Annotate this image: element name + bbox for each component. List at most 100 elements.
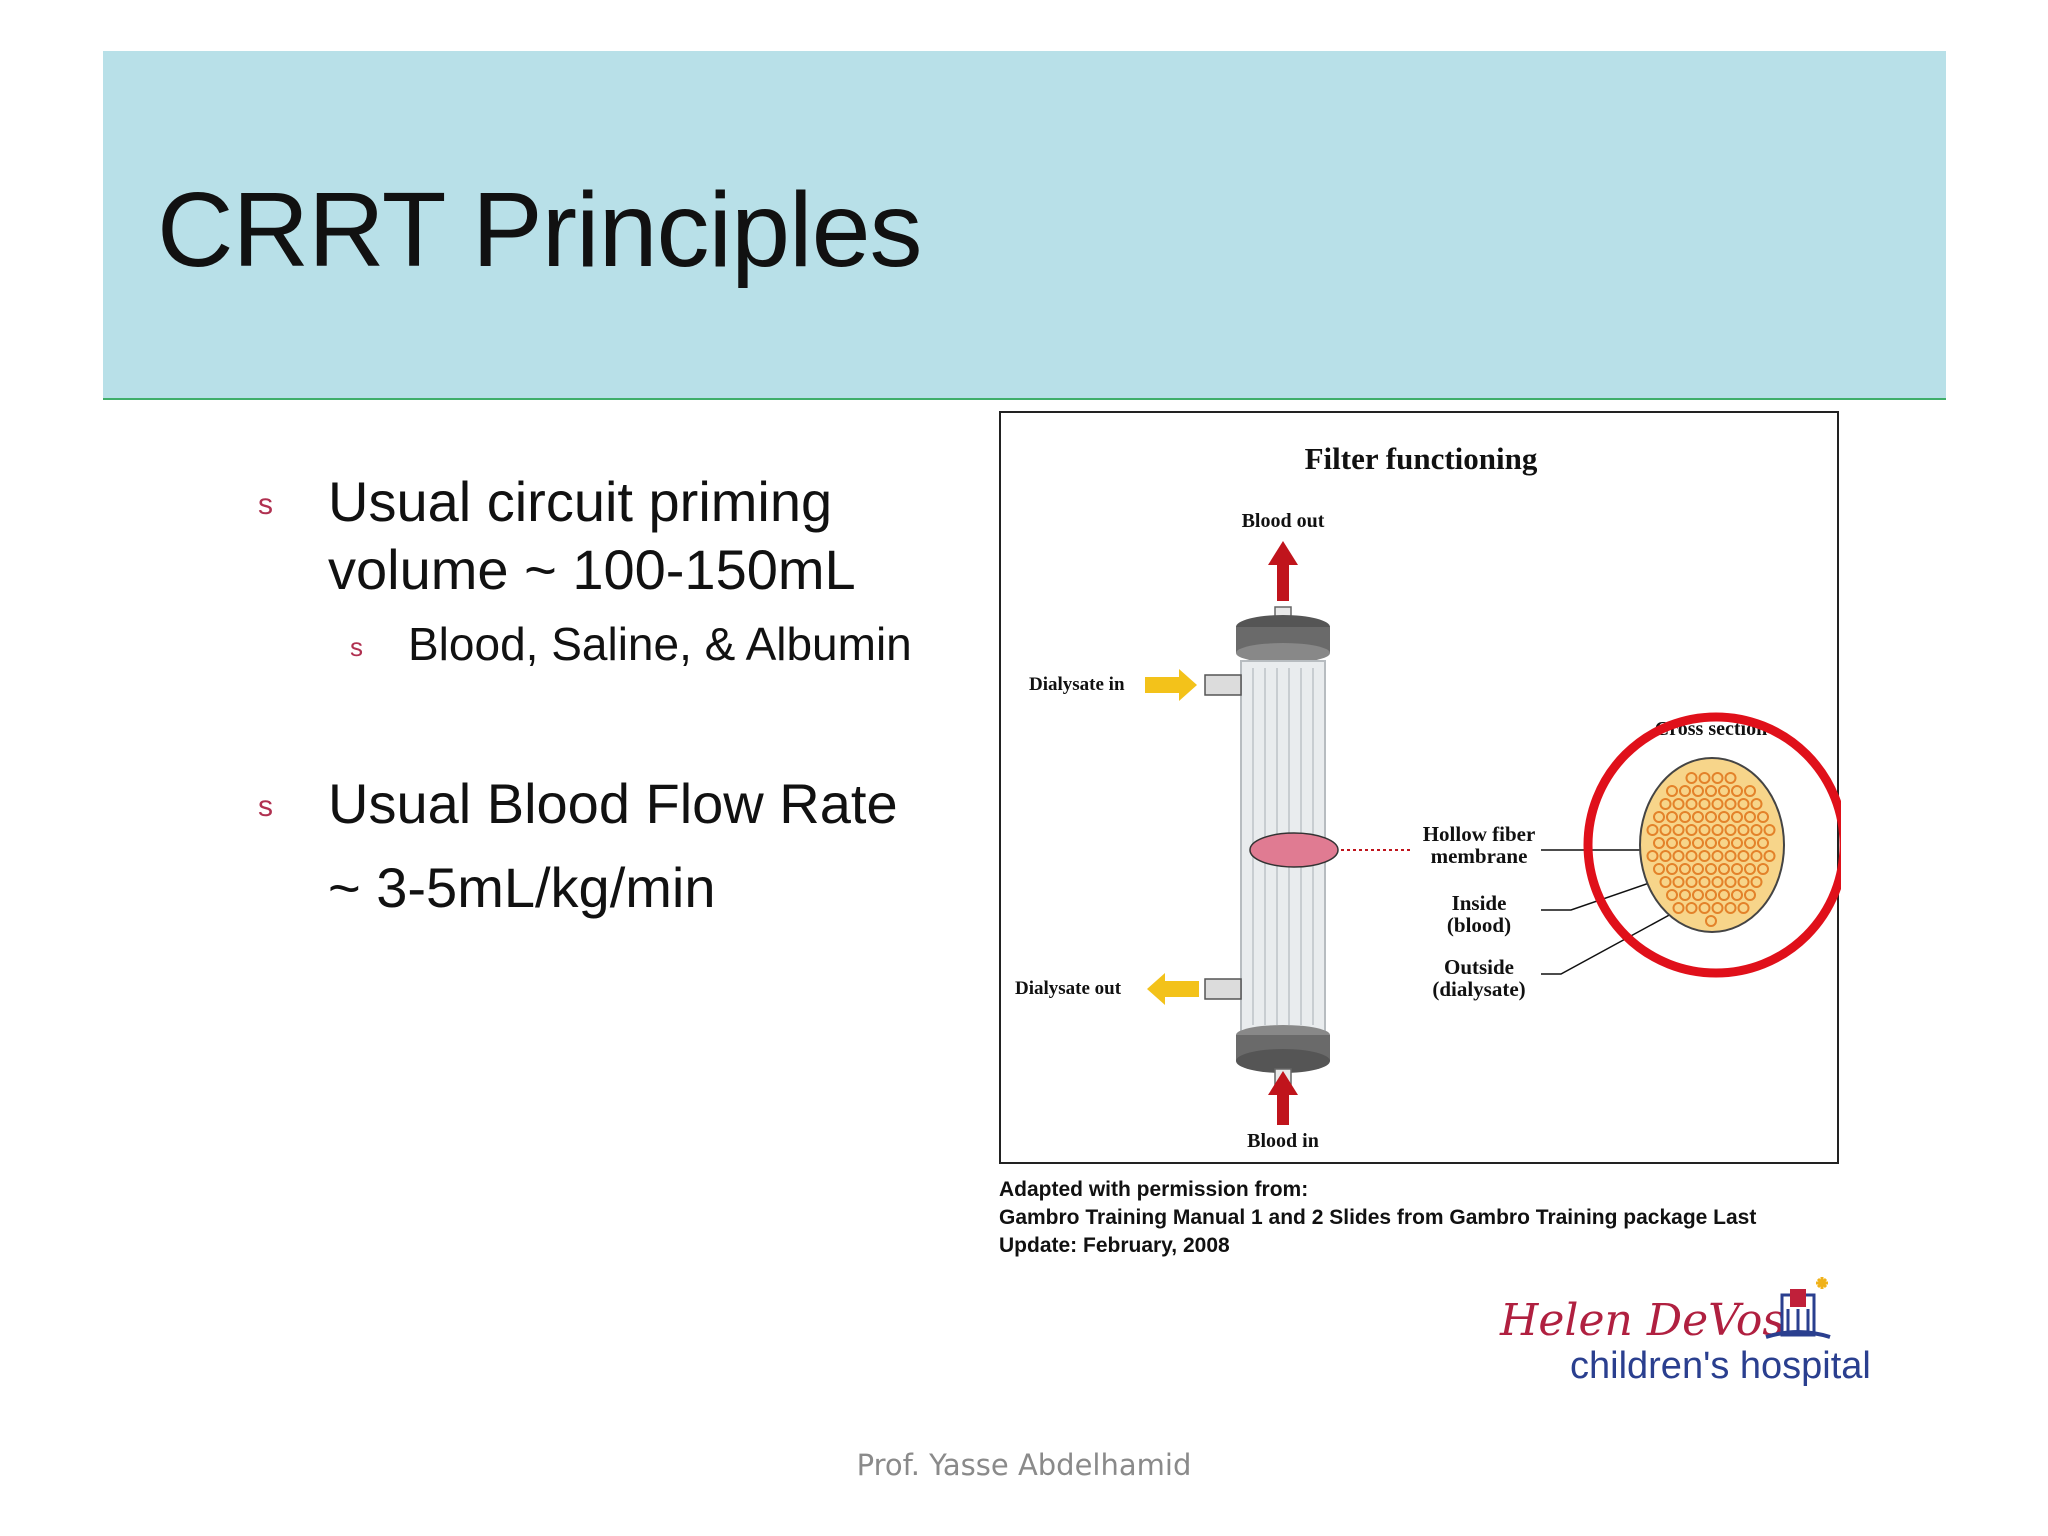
fiber-ring: [1763, 850, 1776, 862]
fiber-ring: [1724, 902, 1737, 914]
fiber-ring: [1737, 876, 1750, 888]
fiber-ring: [1646, 824, 1659, 836]
hospital-building-icon: [1765, 1277, 1831, 1339]
fiber-ring: [1666, 837, 1678, 849]
fiber-ring: [1672, 902, 1685, 914]
fiber-ring: [1744, 863, 1756, 875]
fiber-ring: [1757, 811, 1769, 823]
fiber-ring: [1646, 850, 1659, 862]
fiber-ring: [1711, 902, 1724, 914]
logo-script-text: Helen DeVos: [1500, 1295, 1785, 1346]
fiber-ring: [1711, 876, 1724, 888]
fiber-ring: [1679, 863, 1691, 875]
fiber-ring: [1698, 902, 1711, 914]
fiber-ring: [1685, 902, 1698, 914]
fiber-ring: [1763, 824, 1776, 836]
filter-bottom-cap: [1236, 1049, 1330, 1073]
fiber-ring: [1653, 863, 1665, 875]
sub-bullet-1: Blood, Saline, & Albumin: [408, 618, 912, 670]
fiber-ring: [1718, 837, 1730, 849]
fiber-ring: [1724, 772, 1737, 784]
fiber-ring: [1692, 837, 1704, 849]
fiber-ring: [1711, 850, 1724, 862]
fiber-ring: [1711, 824, 1724, 836]
label-hollow-fiber: Hollow fiber: [1423, 822, 1536, 846]
fiber-ring: [1750, 824, 1763, 836]
fiber-ring: [1666, 785, 1678, 797]
fiber-ring: [1672, 798, 1685, 810]
fiber-ring: [1666, 889, 1678, 901]
bullet-2-line-2: ~ 3-5mL/kg/min: [328, 856, 716, 919]
fiber-ring: [1653, 837, 1665, 849]
fiber-ring: [1731, 837, 1743, 849]
bullet-1-line-1: Usual circuit priming: [328, 470, 833, 533]
fiber-ring: [1750, 850, 1763, 862]
fiber-ring: [1711, 772, 1724, 784]
footer-author: Prof. Yasse Abdelhamid: [856, 1448, 1192, 1482]
fiber-rings: [1646, 772, 1776, 927]
fiber-ring: [1737, 824, 1750, 836]
fiber-ring: [1737, 850, 1750, 862]
label-inside-blood: (blood): [1447, 913, 1511, 937]
fiber-ring: [1692, 785, 1704, 797]
blood-out-arrow-icon: [1268, 541, 1298, 601]
fiber-ring: [1659, 876, 1672, 888]
fiber-ring: [1685, 824, 1698, 836]
bullet-1-line-2: volume ~ 100-150mL: [328, 538, 856, 601]
fiber-ring: [1698, 772, 1711, 784]
fiber-ring: [1750, 876, 1763, 888]
fiber-ring: [1724, 798, 1737, 810]
figure-title: Filter functioning: [1305, 441, 1538, 476]
figure-caption: Adapted with permission from: Gambro Tra…: [999, 1176, 1879, 1260]
highlight-circle: [1583, 712, 1841, 978]
fiber-ring: [1679, 837, 1691, 849]
bullet-marker: s: [258, 790, 273, 823]
bullet-2-line-1: Usual Blood Flow Rate: [328, 772, 898, 835]
fiber-ring: [1724, 876, 1737, 888]
fiber-ring: [1679, 785, 1691, 797]
fiber-ring: [1659, 798, 1672, 810]
fiber-ring: [1705, 837, 1717, 849]
fiber-ring: [1705, 863, 1717, 875]
fiber-ring: [1679, 811, 1691, 823]
fiber-ring: [1685, 850, 1698, 862]
fiber-ring: [1705, 811, 1717, 823]
fiber-ring: [1672, 850, 1685, 862]
fiber-ring: [1724, 824, 1737, 836]
fiber-ring: [1731, 811, 1743, 823]
bullet-marker: s: [258, 488, 273, 521]
fiber-ring: [1705, 889, 1717, 901]
fiber-ring: [1685, 876, 1698, 888]
fiber-ring: [1744, 889, 1756, 901]
fiber-ring: [1672, 824, 1685, 836]
fiber-ring: [1744, 837, 1756, 849]
fiber-ring: [1718, 811, 1730, 823]
label-dialysate-out: Dialysate out: [1015, 978, 1122, 999]
fiber-ring: [1672, 876, 1685, 888]
label-outside: Outside: [1444, 955, 1514, 979]
sub-bullet-marker: s: [350, 632, 363, 662]
caption-line-1: Adapted with permission from:: [999, 1178, 1309, 1201]
fiber-ring: [1737, 902, 1750, 914]
fiber-ring: [1698, 850, 1711, 862]
fiber-ring: [1718, 785, 1730, 797]
fiber-ring: [1679, 889, 1691, 901]
slide-title: CRRT Principles: [157, 171, 923, 289]
label-blood-out: Blood out: [1242, 510, 1325, 532]
blood-in-arrow-icon: [1268, 1071, 1298, 1125]
fiber-ring: [1718, 863, 1730, 875]
fiber-ring: [1731, 863, 1743, 875]
fiber-ring: [1724, 850, 1737, 862]
filter-diagram-graphic: Filter functioning Blood out Blood in: [1015, 441, 1841, 1152]
fiber-ring: [1666, 863, 1678, 875]
fiber-ring: [1711, 798, 1724, 810]
label-dialysate-in: Dialysate in: [1029, 674, 1125, 695]
fiber-ring: [1737, 798, 1750, 810]
label-membrane: membrane: [1431, 844, 1528, 868]
fiber-ring: [1705, 915, 1717, 927]
caption-line-2: Gambro Training Manual 1 and 2 Slides fr…: [999, 1206, 1757, 1229]
fiber-ring: [1666, 811, 1678, 823]
fiber-ring: [1659, 850, 1672, 862]
filter-diagram: Filter functioning Blood out Blood in: [999, 411, 1841, 1164]
fiber-ring: [1692, 863, 1704, 875]
